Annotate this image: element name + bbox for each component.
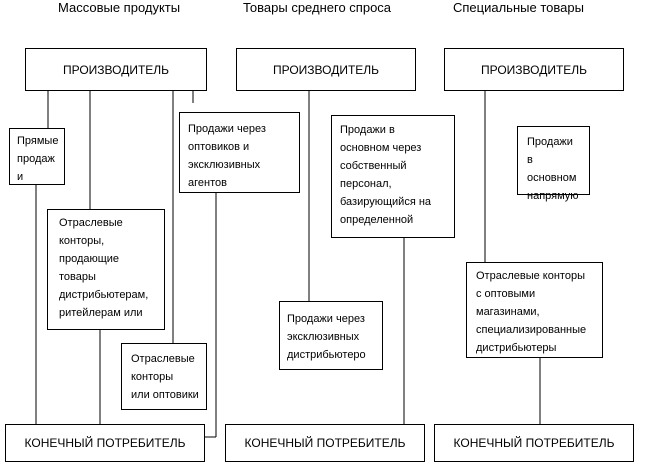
producer-box-special: ПРОИЗВОДИТЕЛЬ: [444, 48, 624, 91]
consumer-label: КОНЕЧНЫЙ ПОТРЕБИТЕЛЬ: [24, 436, 186, 450]
producer-box-mass: ПРОИЗВОДИТЕЛЬ: [25, 48, 207, 91]
channel-own-personnel: Продажи в основном через собственный пер…: [331, 115, 455, 238]
channel-branch-offices-wholesalers: Отраслевые конторы или оптовики: [121, 343, 207, 410]
channel-label: Отраслевые конторы с оптовыми магазинами…: [476, 270, 587, 354]
producer-box-medium: ПРОИЗВОДИТЕЛЬ: [236, 48, 416, 91]
consumer-box-special: КОНЕЧНЫЙ ПОТРЕБИТЕЛЬ: [434, 424, 634, 462]
channel-branch-offices-distributors: Отраслевые конторы, продающие товары дис…: [47, 209, 165, 330]
channel-mostly-direct: Продажи в основном напрямую: [517, 126, 590, 202]
consumer-label: КОНЕЧНЫЙ ПОТРЕБИТЕЛЬ: [244, 436, 406, 450]
heading-special-goods: Специальные товары: [453, 0, 584, 15]
channel-exclusive-distributors: Продажи через эксклюзивных дистрибьютеро: [279, 301, 383, 370]
consumer-box-medium: КОНЕЧНЫЙ ПОТРЕБИТЕЛЬ: [225, 424, 425, 462]
channel-label: Продажи в основном через собственный пер…: [340, 124, 432, 226]
consumer-label: КОНЕЧНЫЙ ПОТРЕБИТЕЛЬ: [453, 436, 615, 450]
channel-label: Отраслевые конторы, продающие товары дис…: [59, 217, 149, 319]
channel-direct-sales: Прямые продаж и: [9, 128, 65, 185]
channel-label: Продажи в основном напрямую: [527, 136, 579, 202]
heading-medium-demand-goods: Товары среднего спроса: [243, 0, 392, 15]
channel-branch-offices-specialized: Отраслевые конторы с оптовыми магазинами…: [466, 262, 603, 358]
channel-label: Отраслевые конторы или оптовики: [131, 353, 199, 401]
channel-label: Прямые продаж и: [17, 135, 59, 183]
consumer-box-mass: КОНЕЧНЫЙ ПОТРЕБИТЕЛЬ: [5, 424, 205, 462]
producer-label: ПРОИЗВОДИТЕЛЬ: [62, 62, 170, 77]
producer-label: ПРОИЗВОДИТЕЛЬ: [480, 62, 588, 77]
channel-label: Продажи через оптовиков и эксклюзивных а…: [188, 123, 266, 189]
channel-wholesalers-exclusive-agents: Продажи через оптовиков и эксклюзивных а…: [179, 112, 300, 193]
producer-label: ПРОИЗВОДИТЕЛЬ: [272, 62, 380, 77]
heading-mass-products: Массовые продукты: [58, 0, 181, 15]
channel-label: Продажи через эксклюзивных дистрибьютеро: [287, 313, 366, 361]
